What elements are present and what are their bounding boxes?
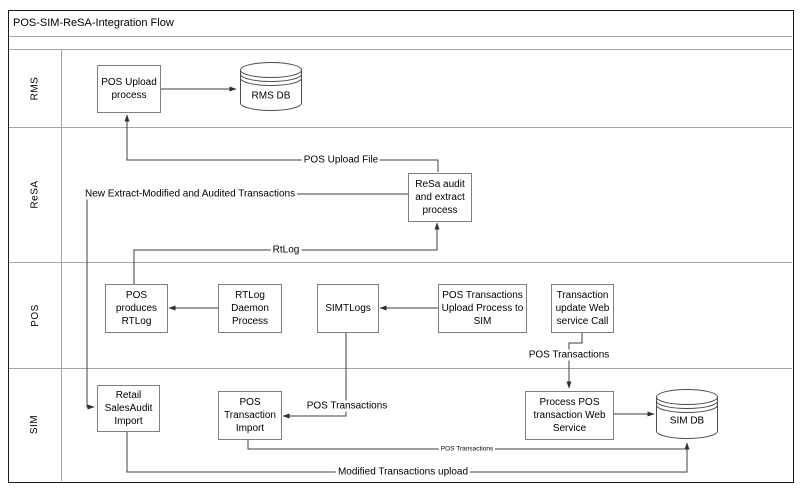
lane-label-rms-text: RMS <box>29 76 41 100</box>
lane-label-resa-text: ReSA <box>29 180 41 209</box>
lane-label-pos: POS <box>9 262 61 368</box>
edge-label-pos-transactions-import: POS Transactions <box>304 400 390 412</box>
edge-label-rtlog: RtLog <box>270 244 302 256</box>
lane-label-resa: ReSA <box>9 127 61 262</box>
edge-label-modified-upload: Modified Transactions upload <box>335 466 471 478</box>
node-retail-salesaudit: Retail SalesAudit Import <box>97 385 160 432</box>
node-pos-trans-upload: POS Transactions Upload Process to SIM <box>438 284 527 333</box>
edge-label-pos-upload-file: POS Upload File <box>301 154 381 166</box>
band-separator <box>9 49 792 50</box>
lane-label-divider <box>61 49 62 481</box>
node-trans-update-ws: Transaction update Web service Call <box>551 284 614 333</box>
lane-separator-rms-resa <box>9 127 792 128</box>
lane-separator-pos-sim <box>9 368 792 369</box>
node-rtlog-daemon: RTLog Daemon Process <box>218 284 282 333</box>
node-process-pos-ws: Process POS transaction Web Service <box>525 391 614 440</box>
rms-db-label: RMS DB <box>251 90 291 102</box>
lane-separator-resa-pos <box>9 262 792 263</box>
edge-label-pos-transactions-db: POS Transactions <box>438 445 496 453</box>
diagram-title: POS-SIM-ReSA-Integration Flow <box>13 17 174 29</box>
lane-label-rms: RMS <box>9 49 61 127</box>
node-pos-produces-rtlog: POS produces RTLog <box>105 284 168 333</box>
sim-db-label: SIM DB <box>669 415 705 427</box>
title-separator <box>9 36 792 37</box>
node-resa-audit: ReSa audit and extract process <box>408 173 472 222</box>
lane-label-sim: SIM <box>9 368 61 481</box>
edge-label-pos-transactions-ws: POS Transactions <box>526 349 612 361</box>
node-pos-upload-process: POS Upload process <box>97 65 161 113</box>
node-simtlogs: SIMTLogs <box>317 284 379 333</box>
lane-label-sim-text: SIM <box>29 414 41 435</box>
lane-label-pos-text: POS <box>29 303 41 327</box>
node-pos-trans-import: POS Transaction Import <box>218 391 282 440</box>
edge-label-new-extract: New Extract-Modified and Audited Transac… <box>83 188 298 200</box>
